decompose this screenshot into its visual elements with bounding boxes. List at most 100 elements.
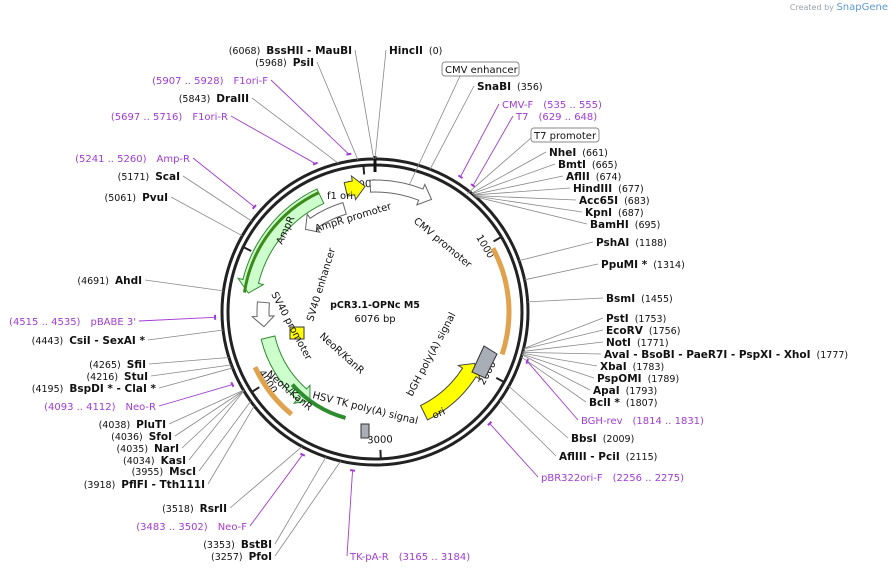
restriction-site-label: (3918) PflFI - Tth111I [84,479,205,491]
primer-range: (5697 .. 5716) [111,112,183,123]
primer-range: (629 .. 648) [538,112,597,123]
site-name: BamHI [590,219,629,231]
site-leader-line [522,351,602,355]
site-position: (1783) [633,362,665,373]
site-leader-line [471,151,547,194]
restriction-site-label: PspOMI(1789) [597,373,679,385]
site-name: AflII [566,171,590,183]
plasmid-length: 6076 bp [354,314,395,325]
site-position: (4691) [77,276,109,287]
primer-mark [299,452,306,457]
primer-range: (4093 .. 4112) [44,402,116,413]
primer-range: (4515 .. 4535) [9,317,81,328]
ampr-arrow [236,188,325,294]
site-name: ScaI [155,171,180,183]
site-position: (4265) [89,360,121,371]
primer-leader-line [346,470,354,557]
site-leader-line [374,49,387,160]
primer-leader-line [138,316,216,322]
primer-label: (5697 .. 5716)F1ori-R [111,112,228,123]
site-name: EcoRV [606,325,644,337]
site-position: (4036) [111,432,143,443]
site-leader-line [527,297,604,303]
restriction-site-label: PshAI (1188) [596,237,667,249]
site-position: (1188) [635,238,667,249]
cmv-enhancer-box [441,61,520,77]
site-name: ApaI [593,385,620,397]
site-leader-line [168,389,244,425]
site-position: (3353) [203,540,235,551]
ring-tick [495,376,505,384]
restriction-site-label: (5061)PvuI [104,192,168,204]
restriction-site-label: HindIII(677) [573,183,644,195]
primer-mark [230,381,235,388]
site-name: BbsI [571,433,597,445]
primer-leader-line [230,115,316,164]
site-position: (5171) [118,172,150,183]
site-leader-line [229,446,303,509]
primer-range: (1814 .. 1831) [633,416,705,427]
restriction-site-label: BbsI(2009) [571,433,634,445]
restriction-site-label: Acc65I(683) [579,195,650,207]
primer-name: F1ori-F [234,76,269,87]
primer-range: (2256 .. 2275) [613,473,685,484]
site-name: AflIII - PciI [559,451,620,463]
site-leader-line [251,97,339,164]
site-name: XbaI [600,361,627,373]
site-name: PflFI - Tth111I [121,479,205,491]
primer-name: BGH-rev [581,416,623,427]
ampr-promoter-arrow [304,201,347,234]
site-leader-line [473,175,564,196]
site-name: PfoI [249,551,272,563]
restriction-site-label: NheI(661) [549,147,608,159]
restriction-site-label: BmtI(665) [558,159,617,171]
restriction-site-label: (4216)StuI [86,371,148,383]
primer-mark [346,152,352,156]
restriction-site-label: (5968)PsiI [255,57,314,69]
ring-tick-label: 3000 [367,434,393,446]
f1-ori-arrow [343,174,366,201]
primer-range: (5241 .. 5260) [75,154,147,165]
neor-kanr-arrow [260,335,311,404]
primer-leader-line [472,115,514,186]
site-name: PpuMI * [601,259,648,271]
restriction-site-label: (3955)MscI [132,466,196,478]
primer-mark [487,421,493,427]
snapgene-brand: Created by SnapGene [789,2,888,13]
primer-mark [525,358,529,364]
site-name: RsrII [200,503,227,515]
bgh-polya-box [471,345,498,379]
site-position: (4195) [32,384,64,395]
feature-label-cmv-promoter: CMV promoter [411,216,474,271]
restriction-site-label: SnaBI(356) [477,81,543,93]
primer-label: (5907 .. 5928)F1ori-F [152,76,268,87]
restriction-site-label: (4036)SfoI [111,431,172,443]
site-position: (1756) [649,326,681,337]
ring-tick-label: 1000 [473,233,495,260]
site-leader-line [521,354,591,391]
site-position: (3518) [162,504,194,515]
restriction-site-label: BamHI(695) [590,219,660,231]
site-position: (5843) [179,94,211,105]
site-position: (1771) [637,338,669,349]
restriction-site-label: (6068)BssHII - MauBI [229,45,352,57]
primer-label: (4515 .. 4535)pBABE 3' [9,317,136,328]
site-name: BstBI [241,539,272,551]
site-position: (3955) [132,467,164,478]
restriction-site-label: BsmI(1455) [606,293,673,305]
site-leader-line [174,390,244,437]
site-name: Acc65I [579,195,618,207]
site-name: StuI [124,371,148,383]
site-name: PvuI [142,192,168,204]
primer-mark [251,204,257,210]
restriction-site-label: BclI *(1807) [589,397,657,409]
primer-label: (5241 .. 5260)Amp-R [75,154,190,165]
site-name: PshAI [596,237,629,249]
ring-tick [242,246,252,252]
primer-mark [457,174,464,179]
primer-mark [470,183,476,188]
primer-label: (3483 .. 3502)Neo-F [136,522,247,533]
site-position: (3918) [84,480,116,491]
orange-arc-right [490,247,512,356]
